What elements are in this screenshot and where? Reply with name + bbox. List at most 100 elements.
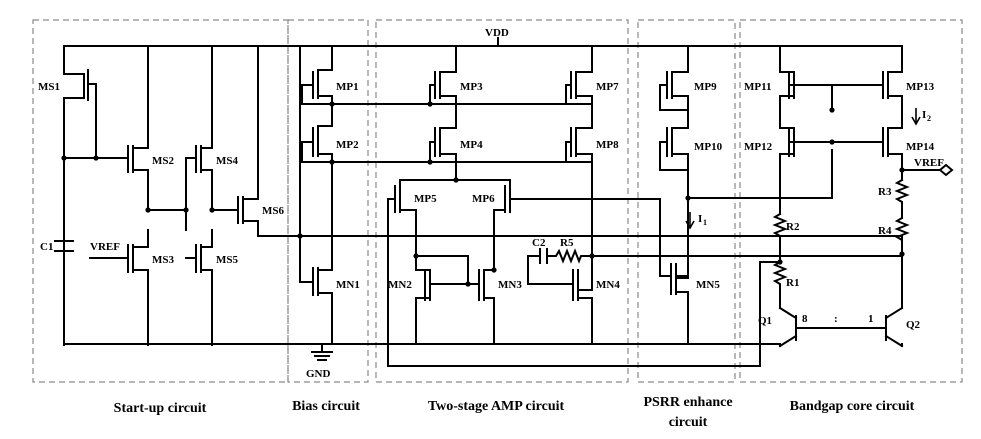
caption-bias: Bias circuit: [292, 399, 360, 414]
mp9-body: [659, 45, 689, 129]
bias-lines: [301, 84, 591, 163]
label-ms4: MS4: [216, 155, 239, 167]
label-mn1: MN1: [336, 279, 360, 291]
label-mp12: MP12: [744, 141, 773, 153]
junction: [777, 259, 783, 265]
caption-amp: Two-stage AMP circuit: [428, 399, 565, 414]
label-gnd: GND: [306, 368, 331, 380]
r3-body: [894, 178, 910, 219]
label-ratio-left: 8: [802, 313, 808, 325]
label-i2-sub: 2: [927, 114, 931, 123]
label-c1: C1: [40, 241, 53, 253]
label-ms1: MS1: [38, 81, 60, 93]
bias-box: [287, 19, 369, 383]
mp3-body: [429, 45, 457, 129]
junction: [829, 107, 835, 113]
mn4-body: [527, 255, 593, 345]
mp5-body: [387, 185, 781, 367]
junction: [899, 167, 905, 173]
label-mn4: MN4: [596, 279, 620, 291]
mp13-body: [831, 45, 903, 129]
mp2-body: [301, 125, 333, 271]
label-r2: R2: [786, 221, 800, 233]
label-mp9: MP9: [694, 81, 717, 93]
label-mp7: MP7: [596, 81, 619, 93]
label-mp6: MP6: [472, 193, 495, 205]
junction: [427, 101, 433, 107]
label-mp11: MP11: [744, 81, 772, 93]
section-boxes: [32, 19, 963, 383]
label-r5: R5: [560, 237, 574, 249]
mn1-body: [299, 235, 333, 345]
junction: [93, 155, 99, 161]
junction: [427, 159, 433, 165]
mp14-body: [831, 127, 903, 181]
caption-psrr-line1: PSRR enhance: [643, 395, 732, 410]
label-q2: Q2: [906, 319, 921, 331]
label-c2: C2: [532, 237, 546, 249]
junction: [145, 207, 151, 213]
junction: [297, 233, 303, 239]
junction: [589, 253, 595, 259]
label-mp13: MP13: [906, 81, 935, 93]
label-vref-out: VREF: [914, 157, 944, 169]
caption-startup: Start-up circuit: [114, 401, 207, 416]
label-mn3: MN3: [498, 279, 522, 291]
r5-body: [546, 248, 593, 264]
label-mp2: MP2: [336, 139, 359, 151]
mp4-body: [429, 127, 457, 181]
label-mp1: MP1: [336, 81, 359, 93]
junction: [61, 155, 67, 161]
junction: [465, 281, 471, 287]
ms3-body: [89, 229, 149, 346]
caption-psrr-line2: circuit: [669, 415, 708, 430]
junction: [899, 251, 905, 257]
label-mp10: MP10: [694, 141, 723, 153]
mn5-body: [670, 197, 689, 345]
label-ratio-right: 1: [868, 313, 874, 325]
ms4-body: [185, 45, 213, 211]
junction: [209, 207, 215, 213]
junction: [453, 177, 459, 183]
i1-arrow: [685, 212, 695, 230]
label-mp4: MP4: [460, 139, 483, 151]
mp12-body: [779, 127, 833, 215]
mn3-body: [467, 269, 495, 345]
device-labels: MS1 MS2 MS4 MS6 MS3 MS5 C1 VREF MP1 MP2 …: [38, 27, 944, 380]
ms6-body: [237, 45, 301, 237]
section-captions: Start-up circuit Bias circuit Two-stage …: [114, 395, 915, 430]
label-q1: Q1: [758, 315, 772, 327]
label-i2: I: [922, 109, 926, 121]
junction: [829, 139, 835, 145]
label-i1-sub: 1: [703, 218, 707, 227]
junction: [183, 207, 189, 213]
psrr-box: [637, 19, 736, 383]
label-mn2: MN2: [388, 279, 412, 291]
label-mp5: MP5: [414, 193, 437, 205]
mn2-body: [415, 255, 469, 345]
junction: [329, 159, 335, 165]
junction: [685, 195, 691, 201]
bias-to-core: [299, 235, 903, 255]
ms2-body: [63, 45, 149, 211]
label-ms6: MS6: [262, 205, 285, 217]
label-ms5: MS5: [216, 254, 239, 266]
mp8-body: [565, 127, 593, 291]
mp7-body: [565, 45, 593, 129]
label-ms3: MS3: [152, 254, 175, 266]
mp11-body: [779, 45, 833, 129]
mp10-body: [659, 127, 833, 199]
mp5-drain: [399, 209, 417, 271]
label-mp14: MP14: [906, 141, 935, 153]
i2-arrow: [911, 108, 921, 126]
junction: [491, 267, 497, 273]
label-mp8: MP8: [596, 139, 619, 151]
vref-out-pin: [901, 163, 954, 177]
label-vref-in: VREF: [90, 241, 120, 253]
wiring: [54, 45, 954, 367]
label-ms2: MS2: [152, 155, 175, 167]
amp-box: [375, 19, 629, 383]
ms1-body: [63, 45, 97, 346]
junction: [413, 253, 419, 259]
